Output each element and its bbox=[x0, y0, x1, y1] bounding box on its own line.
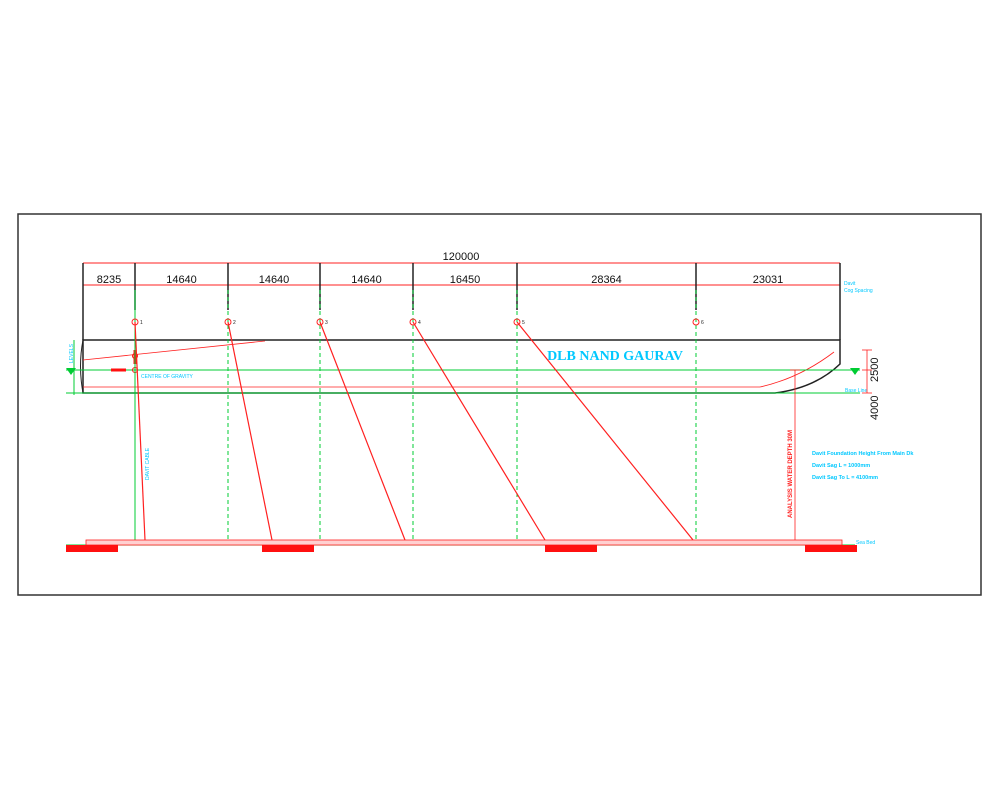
note-3: Davit Sag To L = 4100mm bbox=[812, 475, 878, 481]
water-depth-dimension bbox=[790, 369, 800, 545]
stern-cap bbox=[80, 339, 84, 394]
anchor-cables bbox=[134, 321, 694, 541]
cog-label: CENTRE OF GRAVITY bbox=[141, 374, 194, 380]
sea-bed bbox=[66, 539, 857, 552]
sea-bed-label: Sea Bed bbox=[856, 540, 875, 546]
segment-label-3: 14640 bbox=[259, 274, 290, 286]
anchor-point-5-icon bbox=[513, 318, 521, 326]
top-right-label-cog-spacing: Cog Spacing bbox=[844, 288, 873, 294]
vessel-name: DLB NAND GAURAV bbox=[547, 349, 683, 364]
segment-label-1: 8235 bbox=[97, 274, 121, 286]
segment-label-4: 14640 bbox=[351, 274, 382, 286]
note-1: Davit Foundation Height From Main Dk bbox=[812, 451, 914, 457]
anchor-label-4: 4 bbox=[418, 320, 421, 326]
anchor-point-6-icon bbox=[692, 318, 700, 326]
height-dimension-4000: 4000 bbox=[869, 396, 881, 420]
anchor-point-4-icon bbox=[409, 318, 417, 326]
seabed-block-3 bbox=[545, 545, 597, 552]
deck-slope-line bbox=[82, 340, 266, 361]
davit-cable-label: DAVIT CABLE bbox=[145, 447, 151, 480]
anchor-cable-5 bbox=[516, 321, 694, 541]
anchor-label-3: 3 bbox=[325, 320, 328, 326]
seabed-strip bbox=[85, 539, 843, 546]
segment-label-6: 28364 bbox=[591, 274, 622, 286]
anchor-point-3-icon bbox=[316, 318, 324, 326]
cog-marker bbox=[111, 350, 138, 373]
height-dimension-2500: 2500 bbox=[869, 358, 881, 382]
segment-label-5: 16450 bbox=[450, 274, 481, 286]
seabed-block-2 bbox=[262, 545, 314, 552]
waterline-marker-right-icon bbox=[850, 368, 860, 375]
stations: 1 2 3 4 5 6 bbox=[131, 290, 704, 545]
left-vertical-label: LEVELS bbox=[69, 343, 75, 363]
anchor-label-2: 2 bbox=[233, 320, 236, 326]
overall-length-label: 120000 bbox=[443, 251, 480, 263]
height-dimensions bbox=[862, 349, 872, 394]
segment-labels: 8235 14640 14640 14640 16450 28364 23031 bbox=[97, 274, 784, 286]
station-ticks bbox=[82, 263, 841, 340]
notes: Davit Foundation Height From Main Dk Dav… bbox=[812, 451, 914, 481]
waterline-marker-left-icon bbox=[66, 368, 76, 375]
note-2: Davit Sag L = 1000mm bbox=[812, 463, 870, 469]
anchor-label-5: 5 bbox=[522, 320, 525, 326]
anchor-cable-3 bbox=[319, 321, 406, 541]
waterlines bbox=[66, 340, 860, 395]
bow-inner-curve bbox=[759, 351, 835, 388]
anchor-label-1: 1 bbox=[140, 320, 143, 326]
anchor-cable-2 bbox=[227, 321, 273, 541]
base-line-label: Base Line bbox=[845, 388, 867, 394]
anchor-cable-4 bbox=[412, 321, 546, 541]
seabed-block-4 bbox=[805, 545, 857, 552]
segment-label-7: 23031 bbox=[753, 274, 784, 286]
segment-label-2: 14640 bbox=[166, 274, 197, 286]
water-depth-label: ANALYSIS WATER DEPTH 30M bbox=[788, 430, 794, 518]
top-right-label-davit: Davit bbox=[844, 281, 856, 287]
hull bbox=[80, 339, 841, 394]
dimension-chain bbox=[83, 262, 840, 286]
drawing-frame bbox=[17, 213, 982, 596]
anchor-cable-1 bbox=[134, 321, 146, 541]
anchor-label-6: 6 bbox=[701, 320, 704, 326]
seabed-block-1 bbox=[66, 545, 118, 552]
